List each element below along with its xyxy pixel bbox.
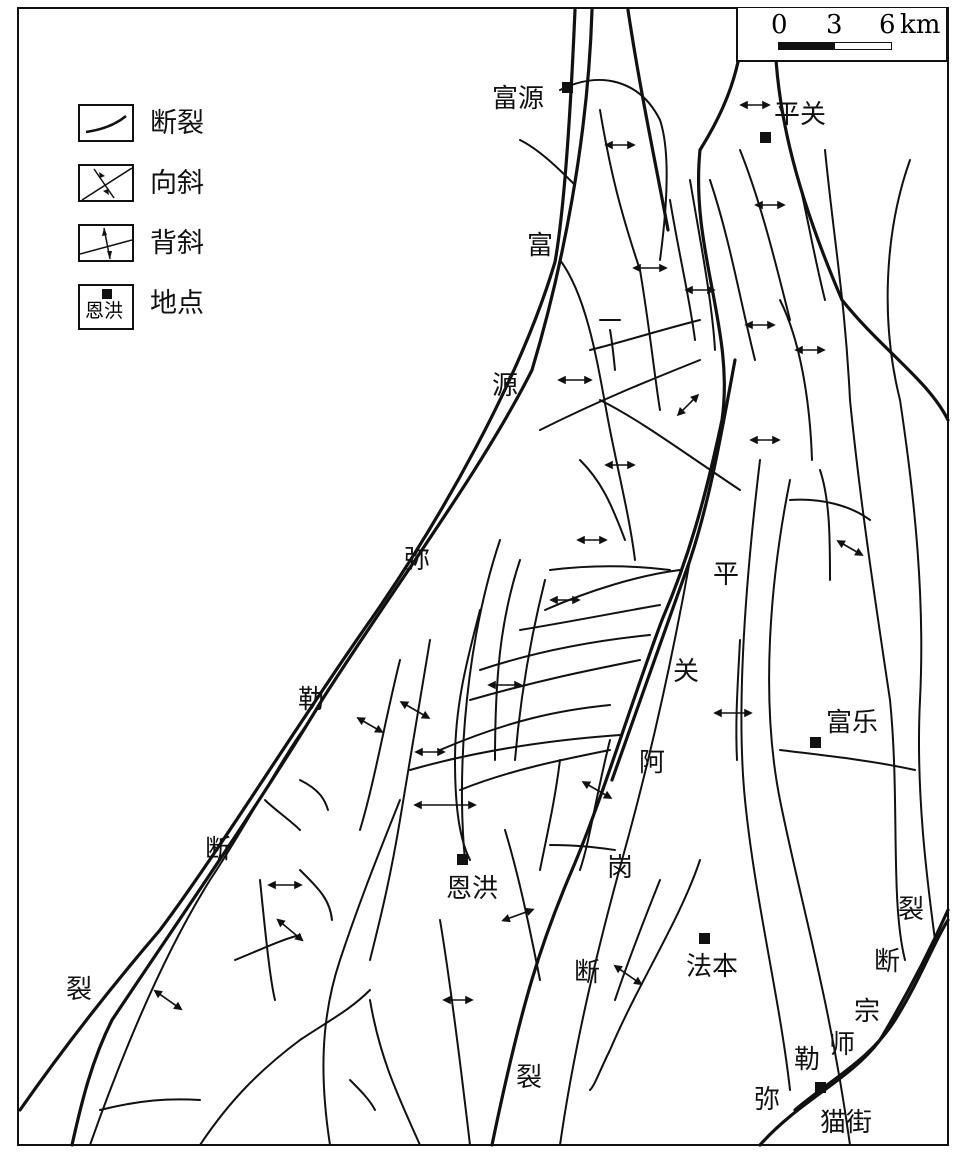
legend-label-syncline: 向斜 (150, 168, 204, 199)
syncline-icon (81, 167, 133, 201)
legend-anticline-swatch (78, 224, 134, 262)
scale-bar-black (778, 42, 836, 50)
fault-name-fuyuan-mile-1: 富 (527, 231, 554, 261)
town-label-faben: 法本 (686, 952, 739, 982)
town-label-maojie: 猫街 (820, 1108, 873, 1138)
town-label-enhong: 恩洪 (446, 874, 499, 904)
scale-bar: 0 3 6 km (736, 8, 948, 62)
minor-faults (89, 79, 936, 1146)
legend-syncline-swatch (78, 164, 134, 202)
fault-name-pingguan-agang-5: 断 (574, 958, 601, 988)
fault-name-mile-shizong-3: 宗 (854, 997, 881, 1027)
fault-name-fuyuan-mile-5: 断 (205, 835, 232, 865)
legend-location-swatch: 恩洪 (78, 284, 134, 330)
fault-name-fuyuan-mile-3: 弥 (404, 545, 431, 575)
legend-label-anticline: 背斜 (150, 228, 204, 259)
major-faults (18, 8, 950, 1147)
fault-name-mile-shizong-6: 弥 (754, 1085, 781, 1115)
town-label-pingguan: 平关 (774, 100, 827, 130)
fault-line-icon (85, 115, 127, 134)
legend-label-fault: 断裂 (150, 108, 204, 139)
town-label-fule: 富乐 (826, 708, 879, 738)
fault-name-mile-shizong-2: 断 (874, 947, 901, 977)
scale-unit: km (900, 10, 941, 40)
fault-name-fuyuan-mile-2: 源 (492, 371, 519, 401)
town-marker-enhong (457, 854, 468, 865)
fault-name-pingguan-agang-2: 关 (673, 657, 700, 687)
fault-name-pingguan-agang-1: 平 (713, 560, 740, 590)
legend-fault-swatch (78, 104, 134, 142)
fault-name-mile-shizong-4: 师 (829, 1030, 856, 1060)
fault-name-mile-shizong-5: 勒 (794, 1045, 821, 1075)
town-label-fuyuan: 富源 (492, 84, 545, 114)
scale-tick-0: 0 (771, 10, 788, 40)
town-marker-pingguan (760, 132, 771, 143)
scale-bar-white (834, 42, 892, 50)
fault-name-pingguan-agang-3: 阿 (639, 748, 666, 778)
legend-location-sample: 恩洪 (85, 300, 124, 322)
town-marker-fule (810, 737, 821, 748)
legend-label-location: 地点 (150, 288, 204, 319)
fault-name-pingguan-agang-4: 岗 (607, 853, 634, 883)
fault-name-fuyuan-mile-4: 勒 (298, 685, 325, 715)
town-marker-maojie (815, 1082, 826, 1093)
fault-name-fuyuan-mile-6: 裂 (66, 975, 93, 1005)
location-marker-icon (102, 289, 112, 299)
anticline-icon (79, 227, 133, 260)
fault-name-pingguan-agang-6: 裂 (516, 1063, 543, 1093)
scale-tick-6: 6 (879, 10, 896, 40)
scale-tick-3: 3 (826, 10, 843, 40)
town-marker-faben (699, 933, 710, 944)
map-frame (17, 7, 949, 1146)
fault-name-mile-shizong-1: 裂 (898, 895, 925, 925)
fold-axis-symbols (153, 100, 864, 1011)
town-marker-fuyuan (562, 82, 573, 93)
